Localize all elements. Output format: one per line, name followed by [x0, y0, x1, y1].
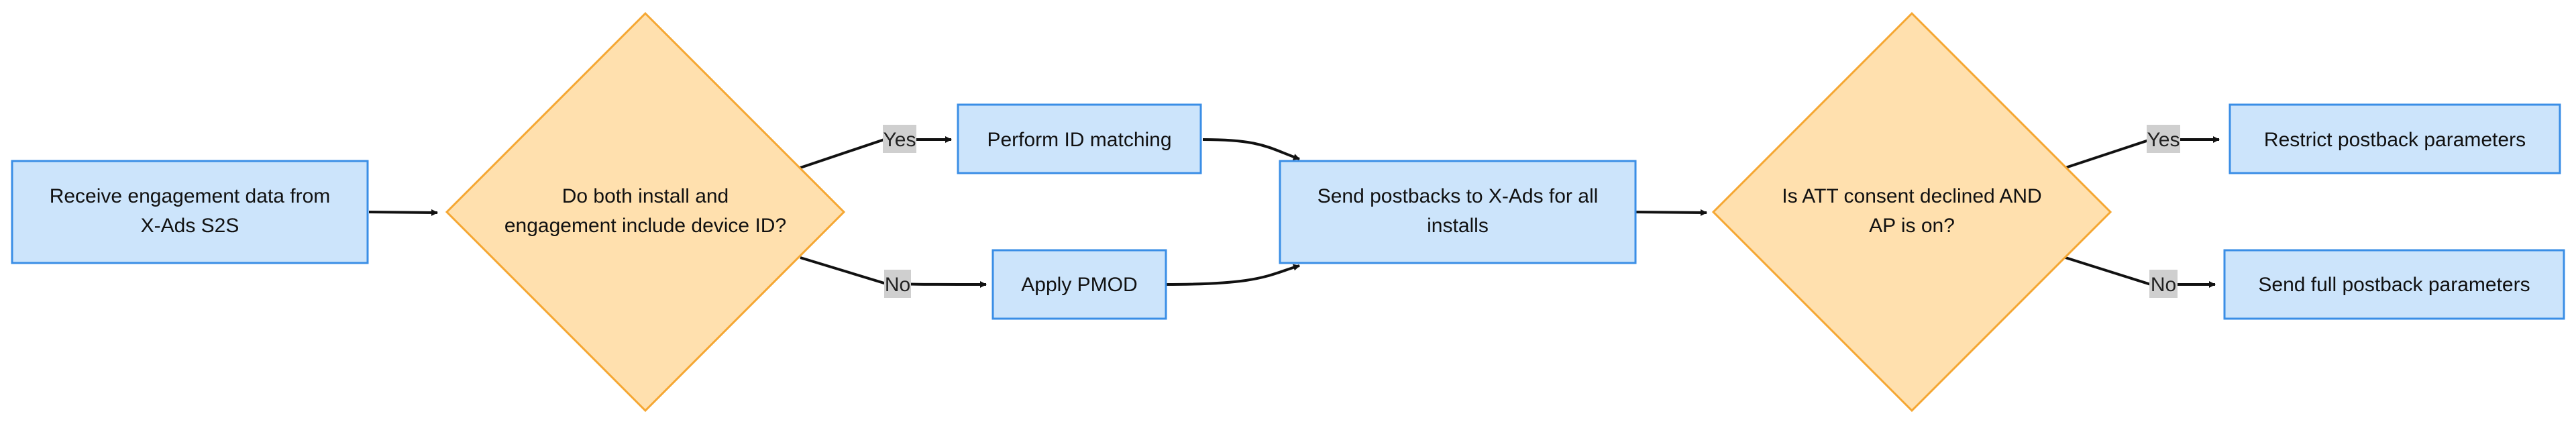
edge-receive-to-decision-device — [368, 209, 438, 216]
node-apply-pmod: Apply PMOD — [991, 249, 1167, 320]
edge-decision-device-yes — [800, 136, 952, 169]
node-send-postbacks: Send postbacks to X-Ads for all installs — [1279, 160, 1637, 264]
edge-decision-att-no — [2065, 256, 2216, 288]
svg-text:Perform ID matching: Perform ID matching — [987, 129, 1171, 151]
node-send-full-postback-parameters: Send full postback parameters — [2223, 249, 2565, 320]
edge-label-no-1: No — [884, 270, 911, 298]
decision-att-consent: Is ATT consent declined AND AP is on? — [1711, 11, 2112, 413]
svg-text:Yes: Yes — [883, 129, 916, 151]
svg-text:No: No — [2151, 274, 2176, 296]
edge-id-matching-to-send — [1202, 138, 1300, 160]
svg-text:Do both install and: Do both install and — [562, 185, 729, 207]
edge-decision-att-yes — [2065, 136, 2220, 169]
svg-text:Receive engagement data from: Receive engagement data from — [50, 185, 331, 207]
edge-pmod-to-send — [1165, 264, 1300, 286]
svg-text:Send postbacks to X-Ads for al: Send postbacks to X-Ads for all — [1318, 185, 1599, 207]
svg-text:Is ATT consent declined AND: Is ATT consent declined AND — [1782, 185, 2041, 207]
svg-text:Send full postback parameters: Send full postback parameters — [2258, 274, 2530, 296]
edge-send-to-decision-att — [1632, 209, 1707, 216]
svg-text:Apply PMOD: Apply PMOD — [1021, 274, 1137, 296]
node-restrict-postback-parameters: Restrict postback parameters — [2229, 103, 2561, 174]
svg-text:No: No — [885, 274, 910, 296]
svg-text:X-Ads S2S: X-Ads S2S — [141, 215, 239, 237]
svg-text:installs: installs — [1427, 215, 1489, 237]
edge-label-yes-1: Yes — [883, 125, 916, 153]
svg-text:AP is on?: AP is on? — [1869, 215, 1955, 237]
node-receive-engagement-data: Receive engagement data from X-Ads S2S — [11, 160, 369, 264]
node-perform-id-matching: Perform ID matching — [957, 103, 1202, 174]
svg-text:Restrict postback parameters: Restrict postback parameters — [2264, 129, 2526, 151]
svg-text:engagement include device ID?: engagement include device ID? — [504, 215, 786, 237]
edge-label-yes-2: Yes — [2147, 125, 2180, 153]
edge-label-no-2: No — [2149, 270, 2178, 298]
decision-device-id: Do both install and engagement include d… — [445, 11, 846, 413]
svg-text:Yes: Yes — [2147, 129, 2180, 151]
